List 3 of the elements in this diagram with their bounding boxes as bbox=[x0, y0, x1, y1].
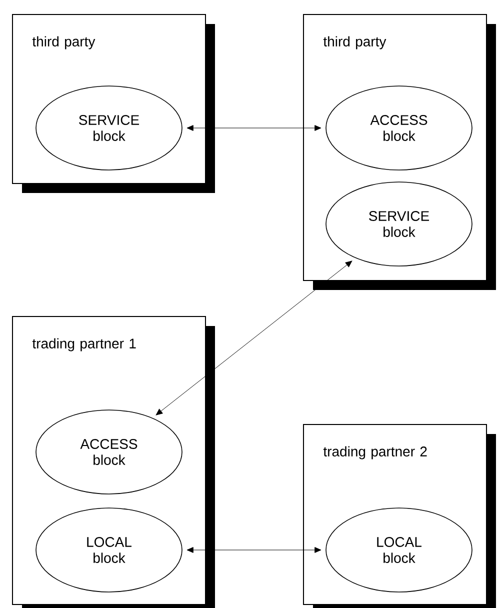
arrow bbox=[186, 125, 322, 131]
arrow bbox=[186, 547, 322, 553]
arrow bbox=[156, 260, 352, 416]
